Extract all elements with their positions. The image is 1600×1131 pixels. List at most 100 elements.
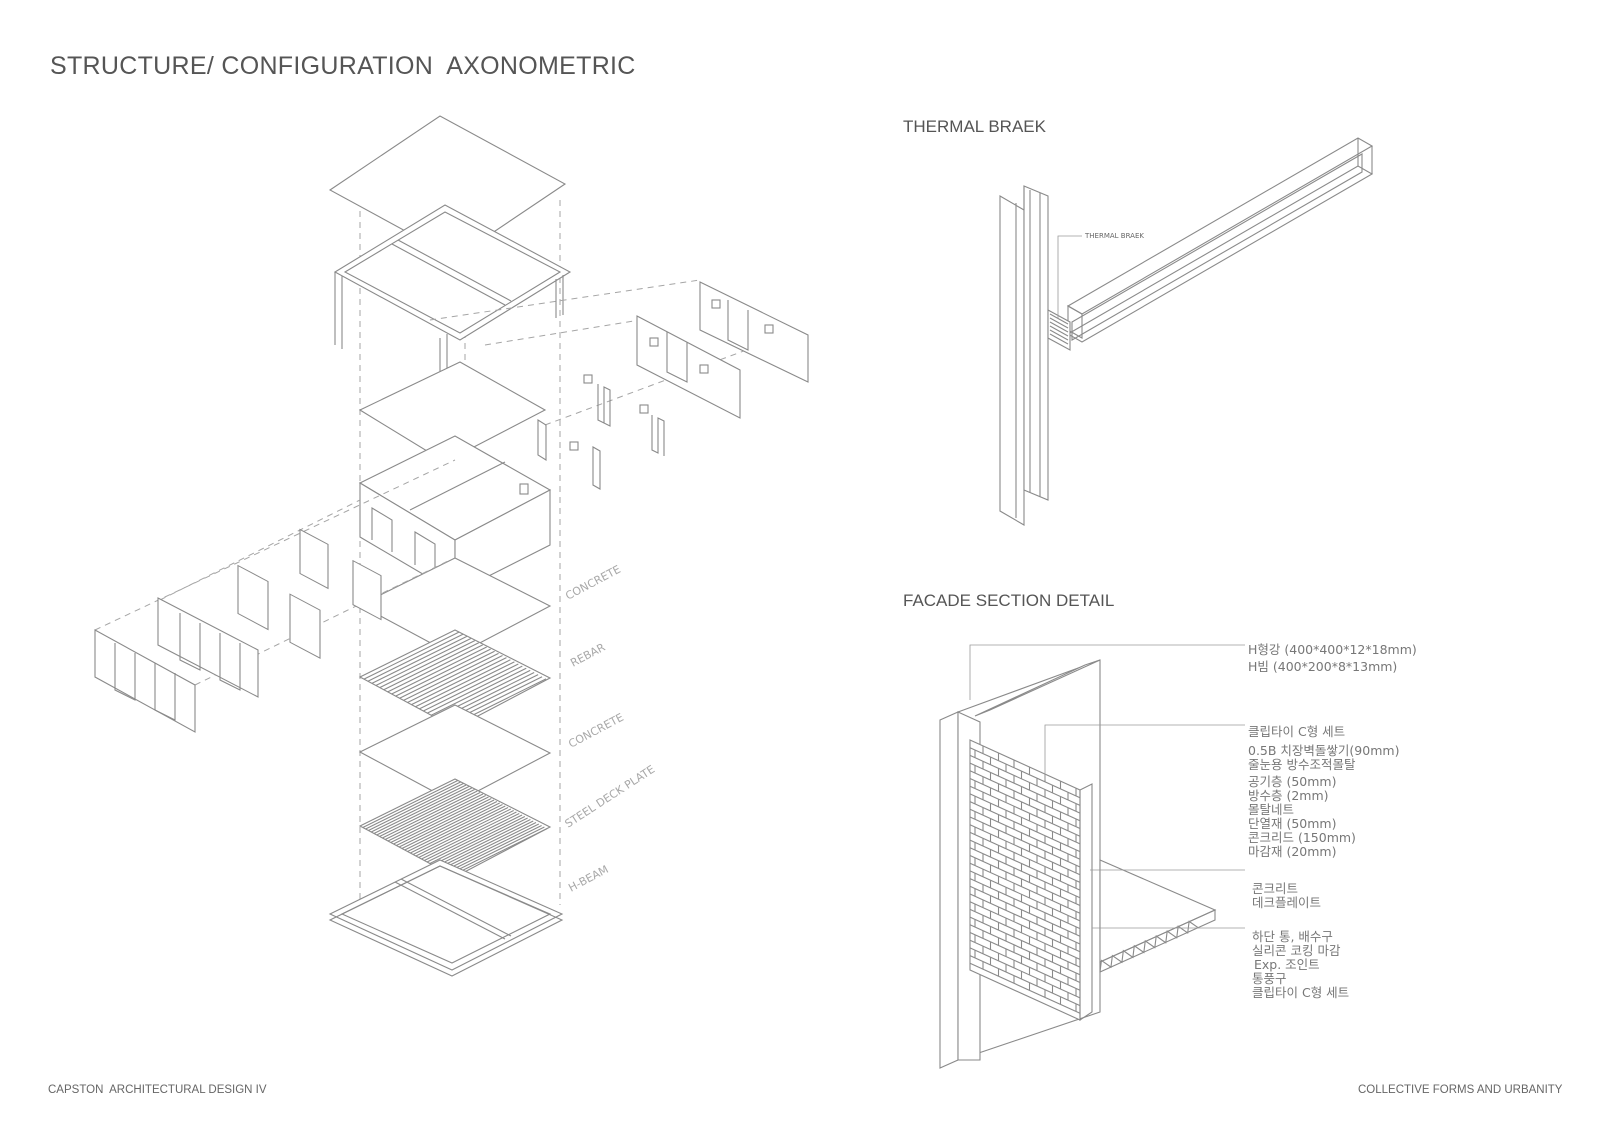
steel-deck-plate-layer — [358, 778, 552, 878]
hatch-line — [427, 665, 523, 714]
brick-course — [969, 962, 1081, 1014]
room-volume — [358, 435, 552, 594]
hatch-line — [407, 655, 503, 703]
brick-wall — [969, 739, 1093, 1022]
footer-right: COLLECTIVE FORMS AND URBANITY — [1358, 1084, 1563, 1096]
hatch-line — [362, 780, 459, 828]
hatch-line — [368, 783, 464, 831]
hatch-line — [375, 638, 472, 686]
exploded-wall-left — [94, 459, 456, 733]
note-finish: 마감재 (20mm) — [1248, 844, 1337, 859]
brick-course — [969, 777, 1081, 830]
facade-section-title: FACADE SECTION DETAIL — [903, 591, 1115, 610]
page-title: STRUCTURE/ CONFIGURATION AXONOMETRIC — [50, 52, 636, 80]
note-exp-joint: Exp. 조인트 — [1254, 957, 1320, 972]
hatch-line — [390, 795, 486, 843]
note-h-beam: H빔 (400*200*8*13mm) — [1248, 659, 1397, 674]
roof-frame — [333, 204, 572, 390]
brick-course — [969, 901, 1081, 953]
brick-course — [969, 947, 1081, 999]
thermal-break-title: THERMAL BRAEK — [903, 117, 1046, 136]
thermal-break-drawing: THERMAL BRAEK — [999, 137, 1374, 526]
brick-course — [969, 870, 1081, 922]
layer-label-concrete-bottom: CONCRETE — [566, 711, 626, 751]
brick-course — [969, 808, 1081, 860]
axonometric-drawing: CONCRETE REBAR CONCRETE STEEL DECK PLATE… — [94, 115, 809, 977]
hatch-line — [379, 789, 475, 837]
hatch-line — [371, 635, 468, 684]
brick-course — [969, 854, 1081, 907]
rebar-layer — [358, 629, 552, 729]
hatch-line — [401, 801, 498, 849]
hatch-line — [415, 659, 511, 708]
exploded-wall-right — [429, 279, 809, 490]
note-brick: 0.5B 치장벽돌쌓기(90mm) — [1248, 743, 1399, 758]
brick-course — [969, 916, 1081, 968]
hatch-line — [393, 796, 489, 845]
brick-course — [969, 839, 1081, 891]
brick-course — [969, 754, 1081, 806]
note-mortar-net: 몰탈네트 — [1248, 802, 1294, 817]
note-insulation: 단열재 (50mm) — [1248, 816, 1337, 831]
brick-course — [969, 908, 1081, 960]
brick-course — [969, 831, 1081, 883]
hatch-line — [383, 642, 479, 691]
note-deck-plate: 데크플레이트 — [1252, 895, 1321, 910]
brick-course — [969, 893, 1081, 945]
hatch-line — [426, 814, 523, 863]
upper-floor-slab — [358, 361, 547, 463]
thermal-break-callout: THERMAL BRAEK — [1084, 232, 1144, 240]
note-mortar: 줄눈용 방수조적몰탈 — [1248, 757, 1356, 772]
brick-course — [969, 824, 1081, 876]
brick-course — [969, 885, 1081, 937]
hatch-line — [395, 648, 491, 697]
hatch-line — [376, 787, 473, 836]
hatch-line — [365, 781, 461, 830]
brick-course — [969, 762, 1081, 814]
hatch-line — [404, 802, 500, 851]
brick-course — [969, 747, 1081, 799]
hatch-line — [415, 808, 512, 857]
hatch-line — [391, 646, 487, 695]
hatch-line — [431, 667, 527, 716]
brick-course — [969, 816, 1081, 868]
hatch-line — [363, 631, 460, 680]
hatch-line — [398, 799, 495, 848]
concrete-layer-1 — [358, 557, 552, 657]
hatch-line — [419, 661, 515, 710]
hatch-line — [407, 804, 503, 852]
brick-course — [969, 785, 1081, 837]
layer-label-rebar: REBAR — [568, 640, 607, 669]
note-waterproof: 방수층 (2mm) — [1248, 788, 1329, 803]
layer-label-steel-deck: STEEL DECK PLATE — [563, 763, 658, 831]
footer-left: CAPSTON ARCHITECTURAL DESIGN IV — [48, 1084, 267, 1096]
hatch-line — [451, 828, 548, 876]
brick-course — [969, 939, 1081, 991]
hatch-line — [440, 822, 537, 870]
note-concrete: 콘크리드 (150mm) — [1248, 830, 1356, 845]
hatch-line — [382, 790, 478, 839]
hatch-line — [435, 819, 531, 867]
brick-course — [969, 924, 1081, 976]
note-vent: 통풍구 — [1252, 971, 1287, 986]
facade-section-drawing — [939, 644, 1245, 1069]
brick-course — [969, 770, 1081, 822]
hatch-line — [437, 820, 534, 869]
note-clip-tie-2: 클립타이 C형 세트 — [1252, 985, 1349, 1000]
hatch-line — [432, 817, 528, 866]
note-h-column: H형강 (400*400*12*18mm) — [1248, 642, 1417, 657]
brick-course — [969, 801, 1081, 853]
brick-course — [969, 955, 1081, 1007]
hatch-line — [384, 792, 481, 840]
hatch-line — [412, 807, 509, 855]
facade-notes: H형강 (400*400*12*18mm) H빔 (400*200*8*13mm… — [1248, 642, 1417, 1000]
brick-course — [969, 847, 1081, 899]
brick-course — [969, 931, 1081, 984]
brick-course — [969, 793, 1081, 845]
hatch-line — [396, 798, 492, 846]
hatch-line — [411, 657, 507, 706]
hatch-line — [410, 805, 506, 854]
hatch-line — [387, 644, 483, 693]
hatch-line — [429, 816, 526, 864]
